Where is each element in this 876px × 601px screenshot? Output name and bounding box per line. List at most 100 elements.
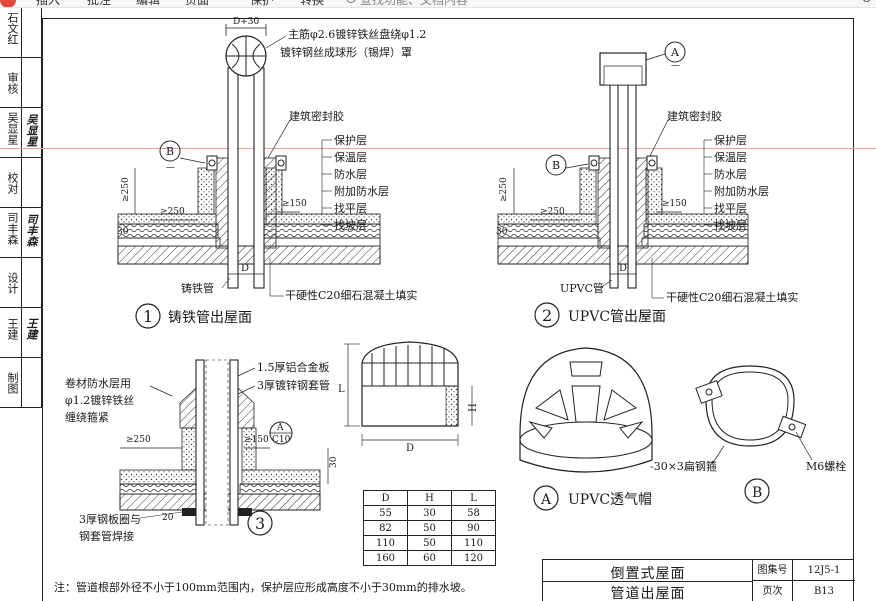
layer-label: 找坡层 [334,218,367,232]
table-row: 110 50 110 [363,535,496,551]
title-block: 倒置式屋面 管道出屋面 图集号 12J5-1 页次 B13 [542,559,855,601]
table-cell: 30 [407,505,452,521]
detail-2-upvc-pipe: A — 建筑密封胶 保护层 保温层 防水层 附加防水层 找平层 找坡层 B [496,41,798,328]
drawing-canvas: D+30 D 主筋φ2.6镀锌铁丝盘绕φ1.2 镀锌钢丝成球形（锡焊）罩 建筑密… [65,17,846,543]
layer-labels: 保护层 保温层 防水层 附加防水层 找平层 找坡层 [714,133,769,232]
dim-30: 30 [329,456,339,468]
signature: 吴显星 [25,114,38,147]
atlas-value: 12J5-1 [807,565,841,576]
layer-label: 保护层 [714,133,747,147]
app-logo-icon[interactable] [0,0,16,7]
title-line-2: 管道出屋面 [610,586,686,601]
dim-150: ≥150 [662,199,687,209]
dim-20: 20 [162,513,174,523]
table-header-row: D H L [363,490,496,506]
cap-label-letter: A [540,492,552,508]
table-cell: 90 [451,520,496,536]
detail-number: 3 [255,514,265,533]
title-line-1: 倒置式屋面 [610,566,686,582]
layer-label: 找坡层 [714,218,747,232]
search-input[interactable]: 查找功能、文档内容 [360,0,469,7]
dim-250-horiz: ≥250 [160,207,185,217]
menu-edit[interactable]: 编辑 [136,0,161,7]
dim-30: 30 [117,227,129,237]
menu-annotate[interactable]: 批注 [87,0,112,7]
menu-protect[interactable]: 保护 [250,0,275,7]
table-cell: 55 [363,505,408,521]
label-sealant: 建筑密封胶 [667,109,722,123]
ref-a: A [670,46,680,59]
table-header: L [451,490,496,506]
dim-top: D+30 [233,17,259,27]
layer-label: 附加防水层 [334,184,389,198]
dim-H: H [468,403,479,412]
signoff-label: 吴显星 [6,112,19,145]
page-row: 页次 B13 [753,581,855,601]
callout-bottom-2: 钢套管焊接 [79,529,134,543]
signoff-strip: 石文红 审核 吴显星 吴显星 校对 司丰森 司丰森 设计 王建 王建 制图 [0,8,42,408]
signoff-label: 设计 [6,272,19,294]
table-cell: 50 [407,535,452,551]
dim-250-horiz: ≥250 [540,207,565,217]
layer-labels: 保护层 保温层 防水层 附加防水层 找平层 找坡层 [334,133,389,232]
signoff-cell: 吴显星 吴显星 [0,108,42,158]
ref-a: A [276,423,284,433]
drawing-sheet: 石文红 审核 吴显星 吴显星 校对 司丰森 司丰森 设计 王建 王建 制图 [0,8,876,601]
table-header: D [363,490,408,506]
callout-left-1: 卷材防水层用 [65,376,131,390]
signoff-label: 司丰森 [6,212,19,245]
dim-150: ≥150 [244,435,269,445]
label-fill: 干硬性C20细石混凝土填实 [285,288,417,302]
account-icon[interactable]: C [862,0,871,5]
detail-title: UPVC管出屋面 [568,309,666,325]
label-fill: 干硬性C20细石混凝土填实 [666,290,798,304]
dim-dia: D [619,263,627,274]
signoff-label: 王建 [6,318,19,340]
search-icon[interactable] [346,0,356,3]
menu-convert[interactable]: 转换 [300,0,325,7]
signoff-label: 石文红 [6,12,19,45]
layer-label: 附加防水层 [714,184,769,198]
callout-right-2: 3厚镀锌钢套管 [257,378,330,392]
dim-250-vert: ≥250 [121,177,131,202]
signoff-cell: 王建 王建 [0,308,42,358]
dim-D: D [406,443,414,454]
layer-label: 保护层 [334,133,367,147]
table-cell: 160 [363,550,408,566]
callout-right-1: 1.5厚铝合金板 [257,360,330,374]
callout-left-3: 缠绕箍紧 [65,410,109,424]
menu-page[interactable]: 页面 [185,0,210,7]
dim-dia: D [241,263,249,274]
ref-b: B [552,159,560,172]
layer-label: 找平层 [334,201,367,215]
ref-sheet: C10 [272,435,291,445]
ref-dash: — [166,163,175,173]
callout-left-2: φ1.2镀锌铁丝 [65,393,134,407]
table-cell: 50 [407,520,452,536]
app-toolbar: 插入 批注 编辑 页面 保护 转换 查找功能、文档内容 C [0,0,876,8]
table-cell: 110 [363,535,408,551]
signoff-cell: 制图 [0,358,42,408]
callout-ball-cap-2: 镀锌钢丝成球形（锡焊）罩 [280,45,412,59]
clamp-band-label: -30×3扁钢箍 [650,459,717,473]
callout-ball-cap-1: 主筋φ2.6镀锌铁丝盘绕φ1.2 [288,27,426,41]
detail-title: 铸铁管出屋面 [168,310,252,326]
ref-dash: — [671,61,680,71]
atlas-label: 图集号 [753,560,793,580]
callout-bottom-1: 3厚钢板圈与 [79,512,141,526]
title-main: 倒置式屋面 管道出屋面 [543,560,753,601]
cap-perspective: A UPVC透气帽 [519,347,653,511]
table-row: 55 30 58 [363,505,496,521]
signoff-cell: 校对 [0,158,42,208]
atlas-row: 图集号 12J5-1 [753,560,855,581]
ref-b: B [166,145,174,158]
cap-elevation: L H D [338,341,479,454]
page-value: B13 [813,586,835,597]
label-pipe: 铸铁管 [181,281,214,295]
menu-insert[interactable]: 插入 [36,0,61,7]
detail-1-cast-iron-pipe: D+30 D 主筋φ2.6镀锌铁丝盘绕φ1.2 镀锌钢丝成球形（锡焊）罩 建筑密… [117,17,426,329]
signoff-label: 校对 [6,172,19,194]
page-label: 页次 [753,581,793,601]
detail-number: 1 [143,307,153,326]
dim-250: ≥250 [126,435,151,445]
